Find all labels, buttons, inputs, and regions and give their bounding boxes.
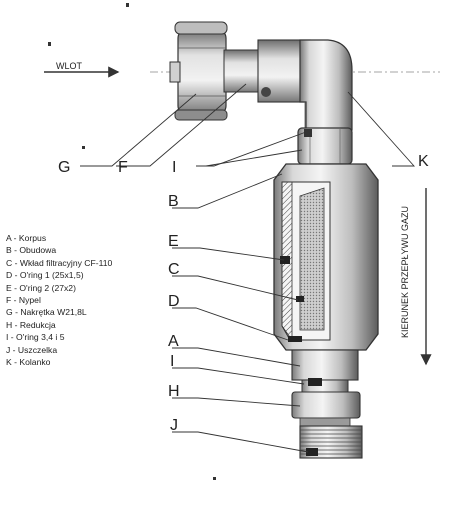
body-a xyxy=(291,349,359,393)
inlet-label: WLOT xyxy=(56,61,83,71)
housing-b xyxy=(273,163,379,351)
legend-item: G - Nakrętka W21,8L xyxy=(6,307,87,318)
legend-item: A - Korpus xyxy=(6,233,47,243)
nut-g xyxy=(169,21,228,121)
callout-h: H xyxy=(168,383,180,400)
nipple-f xyxy=(223,39,311,103)
callout-g: G xyxy=(58,159,70,176)
callout-i-top: I xyxy=(172,159,176,176)
leader-lines xyxy=(80,83,416,453)
legend-item: B - Obudowa xyxy=(6,245,57,256)
legend-item: E - O'ring 2 (27x2) xyxy=(6,282,76,293)
legend-item: D - O'ring 1 (25x1,5) xyxy=(6,270,84,281)
parts-legend: A - Korpus B - Obudowa C - Wkład filtrac… xyxy=(6,232,166,368)
threaded-end-j xyxy=(299,425,363,459)
elbow-k xyxy=(299,39,353,131)
callout-b: B xyxy=(168,193,179,210)
callout-j: J xyxy=(170,417,178,434)
callout-d: D xyxy=(168,293,180,310)
upper-coupling xyxy=(297,127,353,165)
callout-a: A xyxy=(168,333,179,350)
callout-f: F xyxy=(118,159,128,176)
legend-item: J - Uszczelka xyxy=(6,344,58,355)
callout-e: E xyxy=(168,233,179,250)
reduction-h xyxy=(291,391,361,427)
flow-direction-label: KIERUNEK PRZEPŁYWU GAZU xyxy=(400,206,410,338)
callout-c: C xyxy=(168,261,180,278)
registration-marks xyxy=(48,3,216,480)
legend-item: H - Redukcja xyxy=(6,319,56,330)
callout-k: K xyxy=(418,153,429,170)
legend-item: I - O'ring 3,4 i 5 xyxy=(6,332,65,343)
legend-item: C - Wkład filtracyjny CF-110 xyxy=(6,257,113,268)
legend-item: F - Nypel xyxy=(6,295,41,306)
callout-i-bottom: I xyxy=(170,353,174,370)
legend-item: K - Kolanko xyxy=(6,357,51,368)
